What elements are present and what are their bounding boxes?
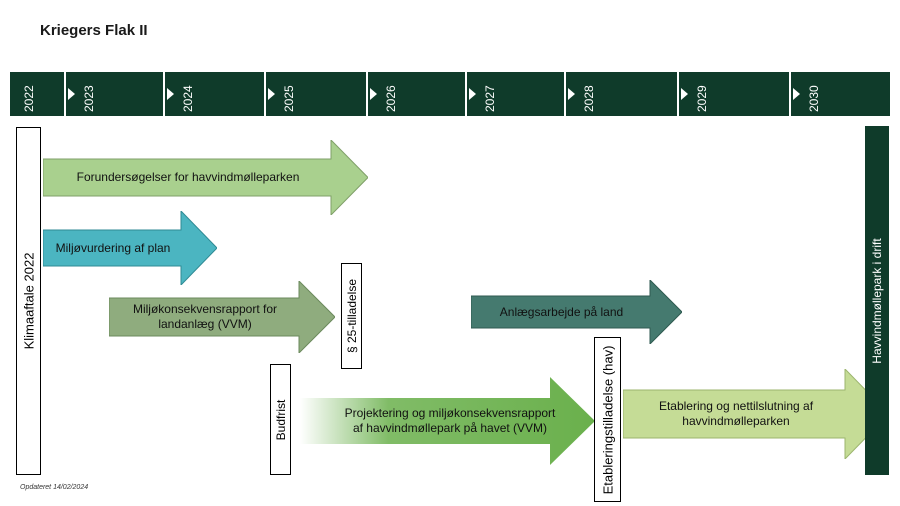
arrow-label: Etablering og nettilslutning af havvindm… <box>658 399 814 428</box>
arrow-anlaegsarbejde: Anlægsarbejde på land <box>471 280 682 344</box>
timeline-bar: 2022 2023 2024 2025 2026 2027 2028 2029 … <box>10 72 890 116</box>
arrow-miljovurdering: Miljøvurdering af plan <box>43 211 217 285</box>
year-2023: 2023 <box>82 85 96 112</box>
chevron-right-icon <box>370 88 377 100</box>
chevron-right-icon <box>793 88 800 100</box>
arrow-shape <box>43 140 368 215</box>
year-2028: 2028 <box>582 85 596 112</box>
year-separator <box>789 72 791 116</box>
year-separator <box>677 72 679 116</box>
milestone-budfrist: Budfrist <box>270 364 291 475</box>
chevron-right-icon <box>568 88 575 100</box>
year-2030: 2030 <box>807 85 821 112</box>
year-separator <box>564 72 566 116</box>
arrow-shape <box>109 281 335 353</box>
arrow-shape <box>300 377 595 465</box>
arrow-etablering: Etablering og nettilslutning af havvindm… <box>623 369 889 459</box>
year-separator <box>264 72 266 116</box>
milestone-i-drift: Havvindmøllepark i drift <box>865 126 889 475</box>
chevron-right-icon <box>469 88 476 100</box>
arrow-forundersogelser: Forundersøgelser for havvindmølleparken <box>43 140 368 215</box>
arrow-shape <box>43 211 217 285</box>
year-2027: 2027 <box>483 85 497 112</box>
year-2026: 2026 <box>384 85 398 112</box>
arrow-label: Anlægsarbejde på land <box>499 304 624 319</box>
year-separator <box>465 72 467 116</box>
arrow-mkr-landanlaeg: Miljøkonsekvensrapport for landanlæg (VV… <box>109 281 335 353</box>
milestone-klimaaftale: Klimaaftale 2022 <box>16 127 41 475</box>
year-2025: 2025 <box>282 85 296 112</box>
year-2029: 2029 <box>695 85 709 112</box>
year-separator <box>366 72 368 116</box>
arrow-projektering: Projektering og miljøkonsekvensrapport a… <box>300 377 595 465</box>
chevron-right-icon <box>167 88 174 100</box>
milestone-etableringstilladelse: Etableringstilladelse (hav) <box>594 337 621 502</box>
arrow-label: Projektering og miljøkonsekvensrapport a… <box>344 406 556 435</box>
chevron-right-icon <box>268 88 275 100</box>
chevron-right-icon <box>681 88 688 100</box>
chevron-right-icon <box>68 88 75 100</box>
arrow-shape <box>471 280 682 344</box>
milestone-25-tilladelse: § 25-tilladelse <box>341 263 362 369</box>
arrow-label: Miljøkonsekvensrapport for landanlæg (VV… <box>132 302 278 331</box>
year-2024: 2024 <box>181 85 195 112</box>
page-title: Kriegers Flak II <box>40 22 148 39</box>
year-separator <box>64 72 66 116</box>
year-separator <box>163 72 165 116</box>
arrow-label: Miljøvurdering af plan <box>55 240 171 255</box>
updated-note: Opdateret 14/02/2024 <box>20 484 89 491</box>
arrow-label: Forundersøgelser for havvindmølleparken <box>76 170 300 184</box>
year-2022: 2022 <box>22 85 36 112</box>
